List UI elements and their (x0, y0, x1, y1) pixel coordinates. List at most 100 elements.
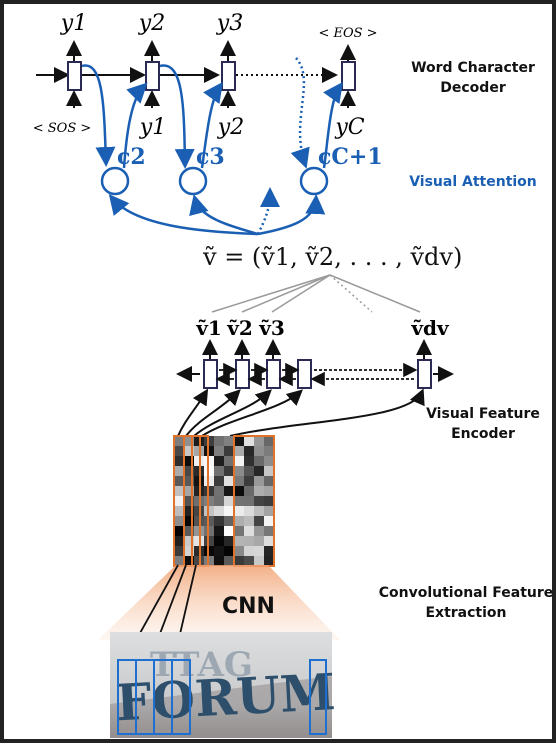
feature-map-cell (254, 526, 264, 536)
feature-map-cell (224, 546, 234, 556)
feature-map-cell (184, 536, 194, 546)
feature-map-cell (224, 506, 234, 516)
decoder-output-3: y3 (216, 11, 243, 36)
feature-to-encoder-arrows (177, 388, 425, 437)
feature-map-cell (254, 466, 264, 476)
decoder-cell-2 (145, 61, 160, 91)
feature-map-cell (224, 526, 234, 536)
feature-map-cell (244, 536, 254, 546)
feature-map-cell (224, 536, 234, 546)
feature-map-cell (264, 506, 274, 516)
feature-map-cell (264, 526, 274, 536)
feature-map-cell (244, 496, 254, 506)
feature-map-cell (224, 496, 234, 506)
attention-feature-dotted (256, 187, 280, 235)
encoder-vector-2: ṽ2 (226, 316, 253, 340)
attention-query-2 (159, 64, 195, 169)
encoder-cell-3 (266, 359, 281, 389)
feature-map-cell (264, 476, 274, 486)
feature-map-cell (214, 506, 224, 516)
attention-circle-2 (178, 166, 208, 196)
encoder-cell-last (417, 359, 432, 389)
feature-map-cell (264, 486, 274, 496)
context-label-cc1: cC+1 (318, 144, 383, 170)
feature-map-cell (254, 506, 264, 516)
svg-text:TTAG: TTAG (150, 645, 253, 685)
feature-map-cell (244, 446, 254, 456)
decoder-cell-1 (67, 61, 82, 91)
encoder-vector-3: ṽ3 (258, 316, 285, 340)
feature-map (173, 435, 275, 567)
feature-map-cell (214, 436, 224, 446)
feature-map-cell (174, 546, 184, 556)
label-attention: Visual Attention (409, 174, 537, 190)
feature-map-cell (264, 456, 274, 466)
feature-map-cell (244, 506, 254, 516)
feature-map-cell (184, 466, 194, 476)
feature-map-cell (214, 466, 224, 476)
attention-context-2 (200, 81, 223, 169)
feature-map-cell (174, 436, 184, 446)
feature-map-cell (214, 486, 224, 496)
feature-map-cell (224, 436, 234, 446)
feature-map-cell (234, 456, 244, 466)
feature-map-cell (254, 436, 264, 446)
feature-map-cell (214, 446, 224, 456)
encoder-vector-1: ṽ1 (195, 316, 222, 340)
feature-map-cell (174, 456, 184, 466)
feature-map-cell (224, 476, 234, 486)
feature-map-cell (264, 536, 274, 546)
decoder-cell-3 (221, 61, 236, 91)
feature-map-cell (244, 516, 254, 526)
feature-map-cell (214, 546, 224, 556)
feature-map-cell (244, 476, 254, 486)
feature-map-cell (174, 506, 184, 516)
feature-map-cell (254, 446, 264, 456)
label-extraction: Convolutional Feature Extraction (378, 585, 554, 621)
encoder-vector-last: ṽdv (410, 316, 450, 340)
feature-map-cell (174, 496, 184, 506)
feature-sequence-formula: ṽ = (ṽ1, ṽ2, . . . , ṽdv) (203, 243, 463, 271)
decoder-input-c: yC (334, 115, 364, 140)
decoder-input-1: y1 (139, 115, 166, 140)
feature-map-cell (224, 516, 234, 526)
decoder-output-1: y1 (60, 11, 87, 36)
context-label-c2: c2 (117, 144, 146, 170)
attention-circle-3 (299, 166, 329, 196)
feature-map-cell (214, 496, 224, 506)
feature-map-cell (234, 436, 244, 446)
feature-map-cell (214, 536, 224, 546)
cnn-receptive-fan (98, 565, 340, 640)
attention-circle-1 (100, 166, 130, 196)
feature-map-cell (244, 466, 254, 476)
feature-map-cell (214, 516, 224, 526)
feature-map-cell (224, 446, 234, 456)
feature-map-cell (224, 486, 234, 496)
attention-feature-3 (257, 194, 326, 236)
feature-map-cell (234, 486, 244, 496)
feature-map-cell (254, 496, 264, 506)
feature-map-cell (254, 556, 264, 566)
feature-map-cell (264, 466, 274, 476)
encoder-cell-4 (297, 359, 312, 389)
feature-map-cell (224, 556, 234, 566)
input-image: TTAG FORUM (110, 632, 337, 738)
feature-map-cell (184, 456, 194, 466)
feature-map-cell (264, 436, 274, 446)
feature-map-cell (264, 546, 274, 556)
feature-map-cell (234, 546, 244, 556)
feature-map-cell (174, 486, 184, 496)
feature-map-cell (264, 496, 274, 506)
feature-map-cell (244, 526, 254, 536)
feature-map-cell (264, 516, 274, 526)
feature-map-cell (234, 496, 244, 506)
feature-map-cell (214, 526, 224, 536)
attention-feature-1 (108, 194, 259, 236)
feature-map-cell (264, 556, 274, 566)
decoder-output-2: y2 (138, 11, 165, 36)
feature-map-cell (184, 546, 194, 556)
feature-map-cell (184, 486, 194, 496)
feature-map-cell (254, 476, 264, 486)
feature-map-cell (234, 466, 244, 476)
